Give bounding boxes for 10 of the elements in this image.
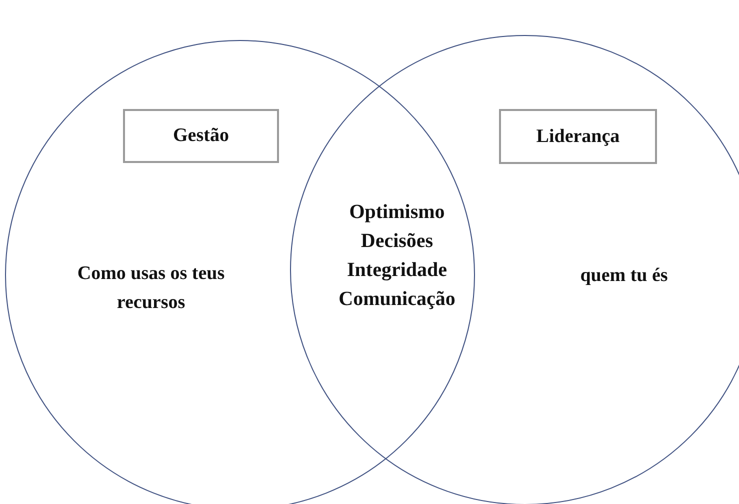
circle-text: quem tu és xyxy=(579,264,669,288)
overlap-text: Decisões xyxy=(360,229,434,254)
overlap-text: Optimismo xyxy=(348,200,446,225)
overlap-text: Integridade xyxy=(346,258,448,283)
label-box: Liderança xyxy=(499,109,657,164)
circle-text: Como usas os teus recursos xyxy=(76,262,226,315)
label-box: Gestão xyxy=(123,109,279,163)
venn-circle xyxy=(5,40,475,504)
venn-circle xyxy=(290,35,739,504)
overlap-text: Comunicação xyxy=(338,287,456,312)
